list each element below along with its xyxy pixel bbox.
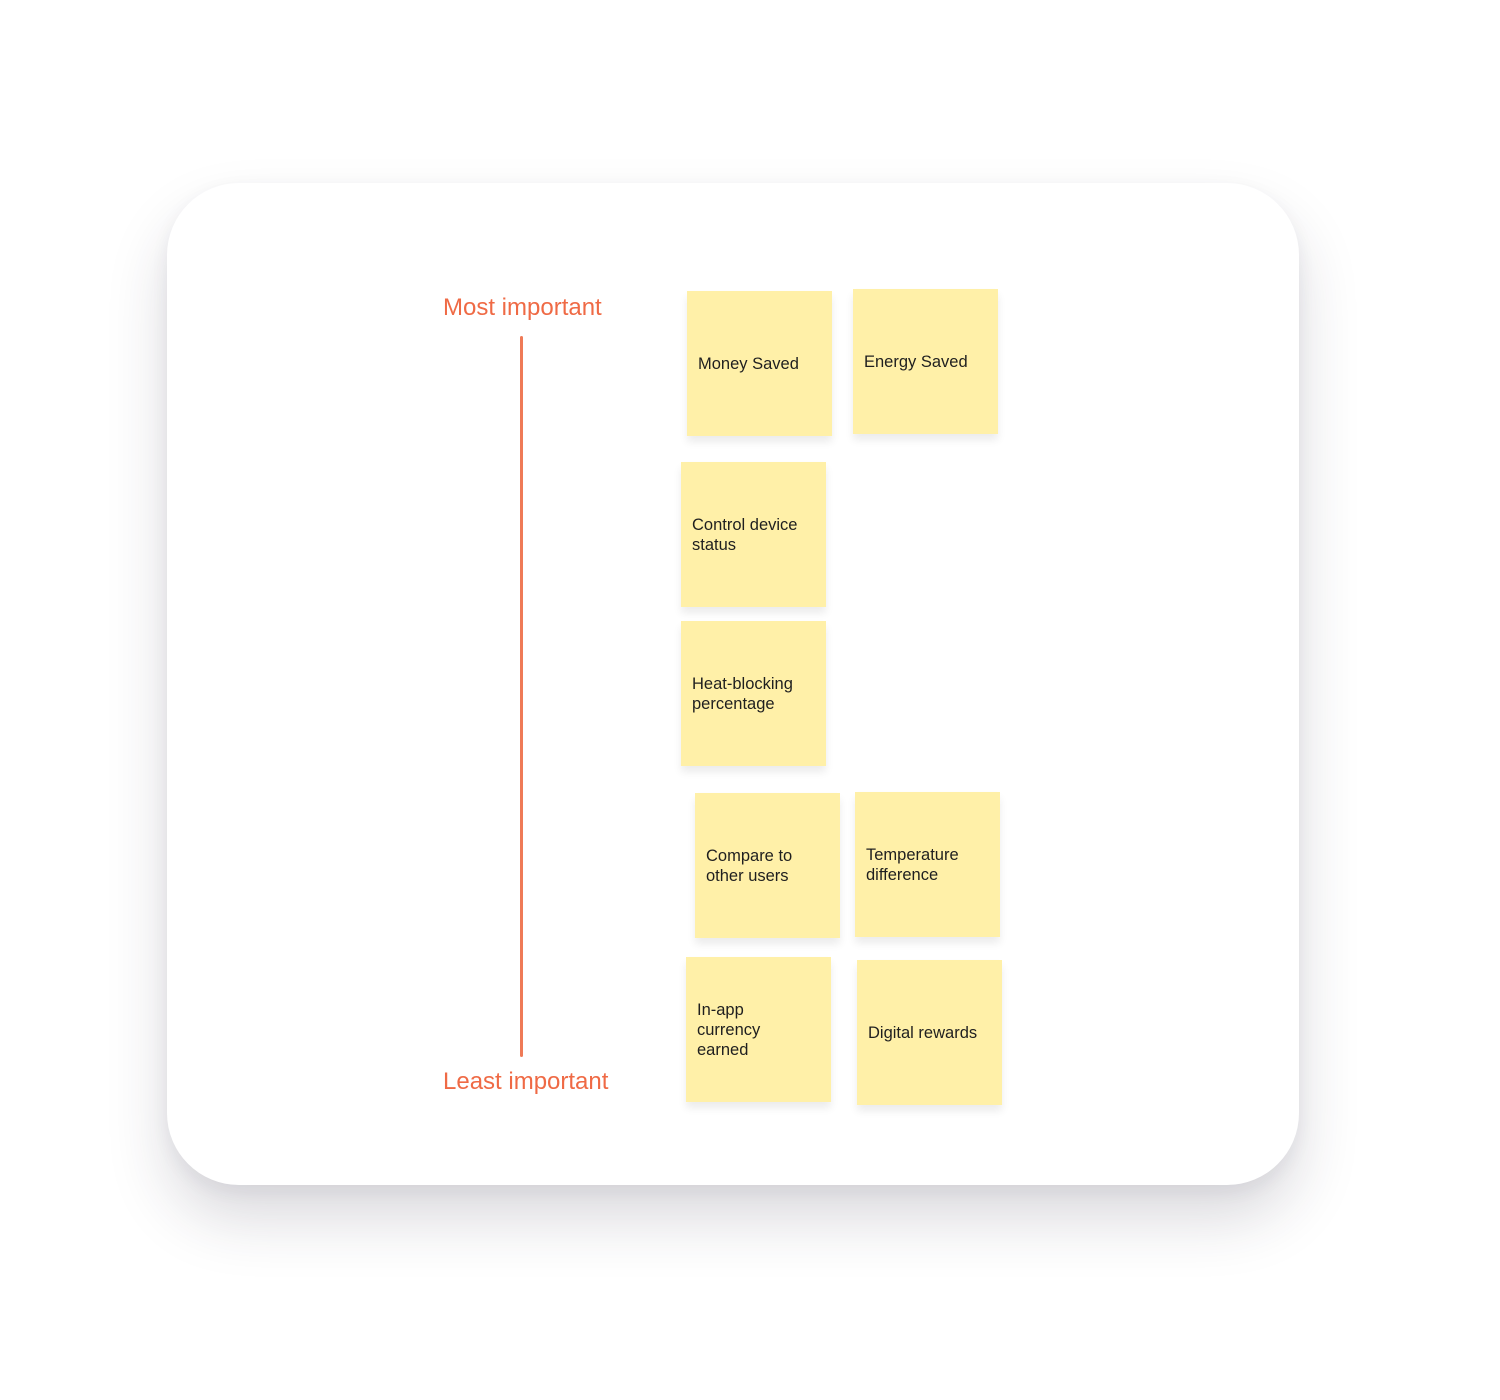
- importance-scale-line: [520, 336, 523, 1057]
- most-important-label: Most important: [443, 294, 602, 321]
- sticky-note-text: Digital rewards: [868, 1023, 978, 1042]
- least-important-label: Least important: [443, 1068, 609, 1095]
- sticky-note-text: Energy Saved: [864, 352, 968, 371]
- sticky-note-energy-saved[interactable]: Energy Saved: [853, 289, 998, 434]
- sticky-note-text: Money Saved: [698, 354, 799, 373]
- sticky-note-money-saved[interactable]: Money Saved: [687, 291, 832, 436]
- sticky-note-digital-rewards[interactable]: Digital rewards: [857, 960, 1002, 1105]
